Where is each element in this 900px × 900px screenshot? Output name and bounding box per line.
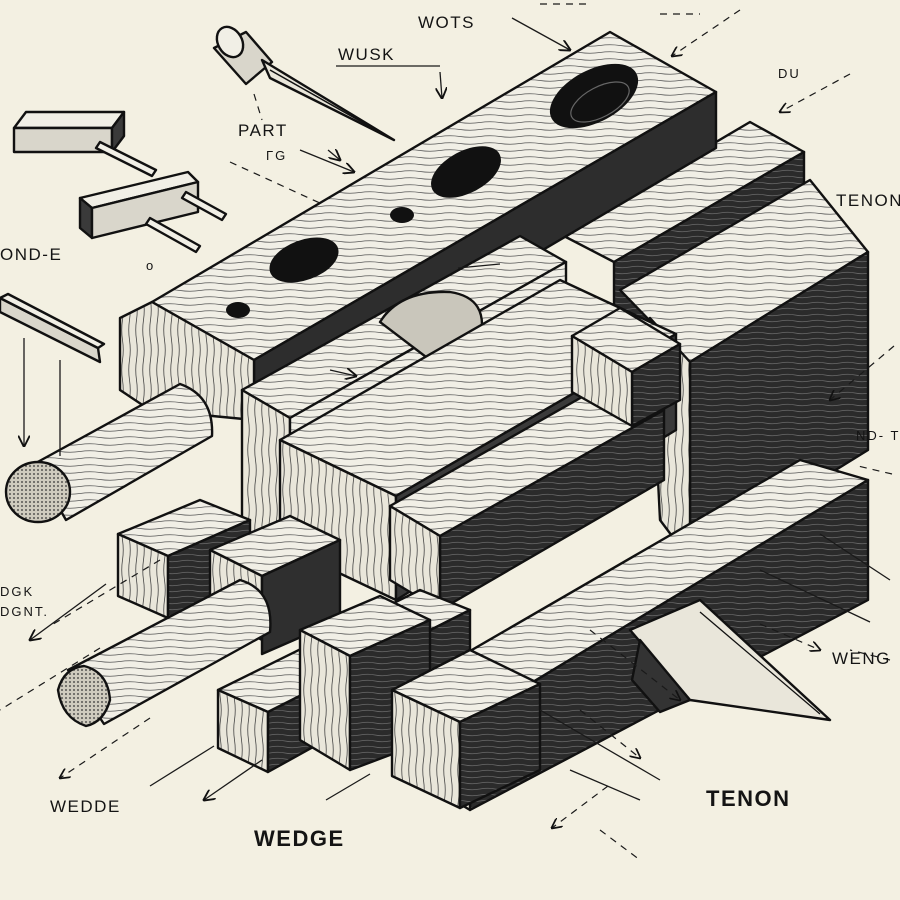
label-tenon-bottom: TENON: [706, 786, 791, 811]
mortise-hole-large: [549, 63, 639, 129]
bottom-tenon-block: [390, 648, 542, 810]
mortise-hole-medium: [431, 146, 501, 198]
mortise-hole-small: [390, 207, 414, 223]
label-du: DU: [778, 66, 801, 81]
marker-o: o: [146, 258, 155, 273]
peg-jig-tool: [78, 170, 228, 254]
label-tenon-right: TENON: [836, 191, 900, 210]
peg-hole-tiny: [226, 302, 250, 318]
loose-stick: [0, 292, 106, 364]
lower-dowel: [56, 578, 272, 728]
label-wedge: WEDGE: [254, 826, 345, 851]
awl-tool: [212, 25, 396, 142]
label-weng: WENG: [832, 649, 891, 668]
label-wusk: WUSK: [338, 45, 395, 64]
label-wots: WOTS: [418, 13, 475, 32]
label-part-sub: ΓG: [266, 148, 287, 163]
label-wedde: WEDDE: [50, 797, 121, 816]
upper-dowel: [4, 382, 214, 524]
label-nd-t: ND- T: [856, 428, 900, 443]
label-dgk: DGK: [0, 584, 34, 599]
right-stub: [570, 306, 682, 428]
mallet-tool: [12, 110, 158, 178]
label-ond-e: OND-E: [0, 245, 62, 264]
leader-lines: [0, 3, 895, 861]
label-dgk-sub: DGNT.: [0, 604, 49, 619]
mortise-hole-left: [269, 237, 339, 283]
label-part: PART: [238, 121, 288, 140]
